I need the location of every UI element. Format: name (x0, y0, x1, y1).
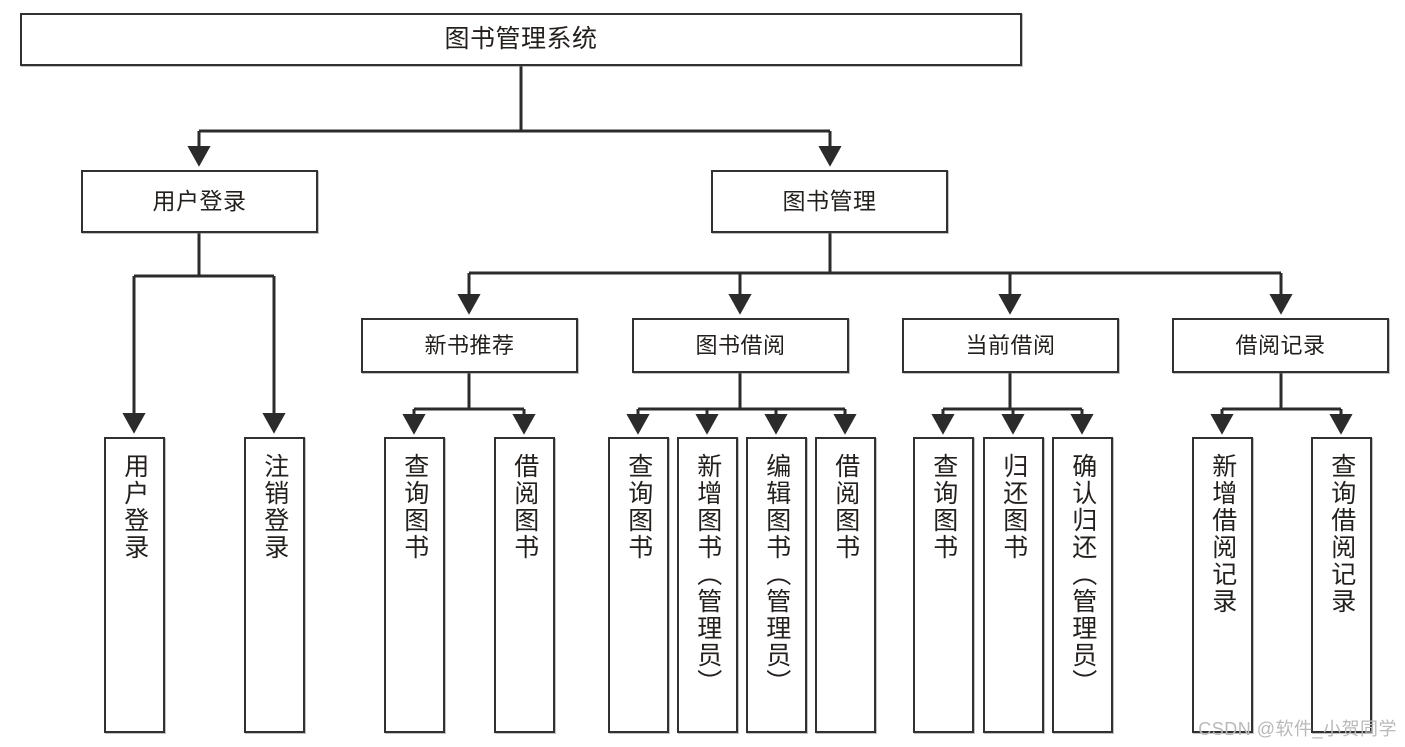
leaf-current-borrow-confirm-return-admin[interactable]: 确认归还（管理员） (1052, 437, 1113, 733)
csdn-watermark: CSDN @软件_小贺同学 (1198, 719, 1397, 739)
leaf-borrow-record-add-record[interactable]: 新增借阅记录 (1192, 437, 1253, 733)
leaf-user-login-logout[interactable]: 注销登录 (244, 437, 305, 733)
node-label: 新增借阅记录 (1208, 453, 1237, 615)
node-label: 归还图书 (999, 453, 1028, 561)
leaf-new-book-query-book[interactable]: 查询图书 (384, 437, 445, 733)
node-book-borrow[interactable]: 图书借阅 (632, 318, 849, 373)
node-label: 查询借阅记录 (1327, 453, 1356, 615)
leaf-book-borrow-query-book[interactable]: 查询图书 (608, 437, 669, 733)
node-root-book-management-system[interactable]: 图书管理系统 (20, 13, 1022, 66)
node-current-borrow[interactable]: 当前借阅 (902, 318, 1119, 373)
node-label: 用户登录 (152, 188, 247, 215)
node-new-book-recommend[interactable]: 新书推荐 (361, 318, 578, 373)
node-label: 图书管理系统 (444, 25, 598, 54)
node-book-management[interactable]: 图书管理 (711, 170, 948, 233)
leaf-new-book-borrow-book[interactable]: 借阅图书 (494, 437, 555, 733)
node-label: 查询图书 (929, 453, 958, 561)
node-label: 查询图书 (400, 453, 429, 561)
node-label: 注销登录 (260, 453, 289, 561)
node-label: 编辑图书（管理员） (762, 453, 791, 696)
node-user-login[interactable]: 用户登录 (81, 170, 318, 233)
leaf-current-borrow-query-book[interactable]: 查询图书 (913, 437, 974, 733)
leaf-borrow-record-query-record[interactable]: 查询借阅记录 (1311, 437, 1372, 733)
node-label: 新书推荐 (424, 332, 515, 358)
node-label: 当前借阅 (965, 332, 1056, 358)
node-label: 查询图书 (624, 453, 653, 561)
node-label: 借阅图书 (510, 453, 539, 561)
leaf-book-borrow-edit-book-admin[interactable]: 编辑图书（管理员） (746, 437, 807, 733)
node-borrow-record[interactable]: 借阅记录 (1172, 318, 1389, 373)
node-label: 新增图书（管理员） (693, 453, 722, 696)
leaf-book-borrow-add-book-admin[interactable]: 新增图书（管理员） (677, 437, 738, 733)
node-label: 确认归还（管理员） (1068, 453, 1097, 696)
node-label: 借阅图书 (831, 453, 860, 561)
node-label: 图书管理 (782, 188, 877, 215)
leaf-user-login-login[interactable]: 用户登录 (104, 437, 165, 733)
leaf-book-borrow-borrow-book[interactable]: 借阅图书 (815, 437, 876, 733)
node-label: 用户登录 (120, 453, 149, 561)
leaf-current-borrow-return-book[interactable]: 归还图书 (983, 437, 1044, 733)
node-label: 借阅记录 (1235, 332, 1326, 358)
node-label: 图书借阅 (695, 332, 786, 358)
